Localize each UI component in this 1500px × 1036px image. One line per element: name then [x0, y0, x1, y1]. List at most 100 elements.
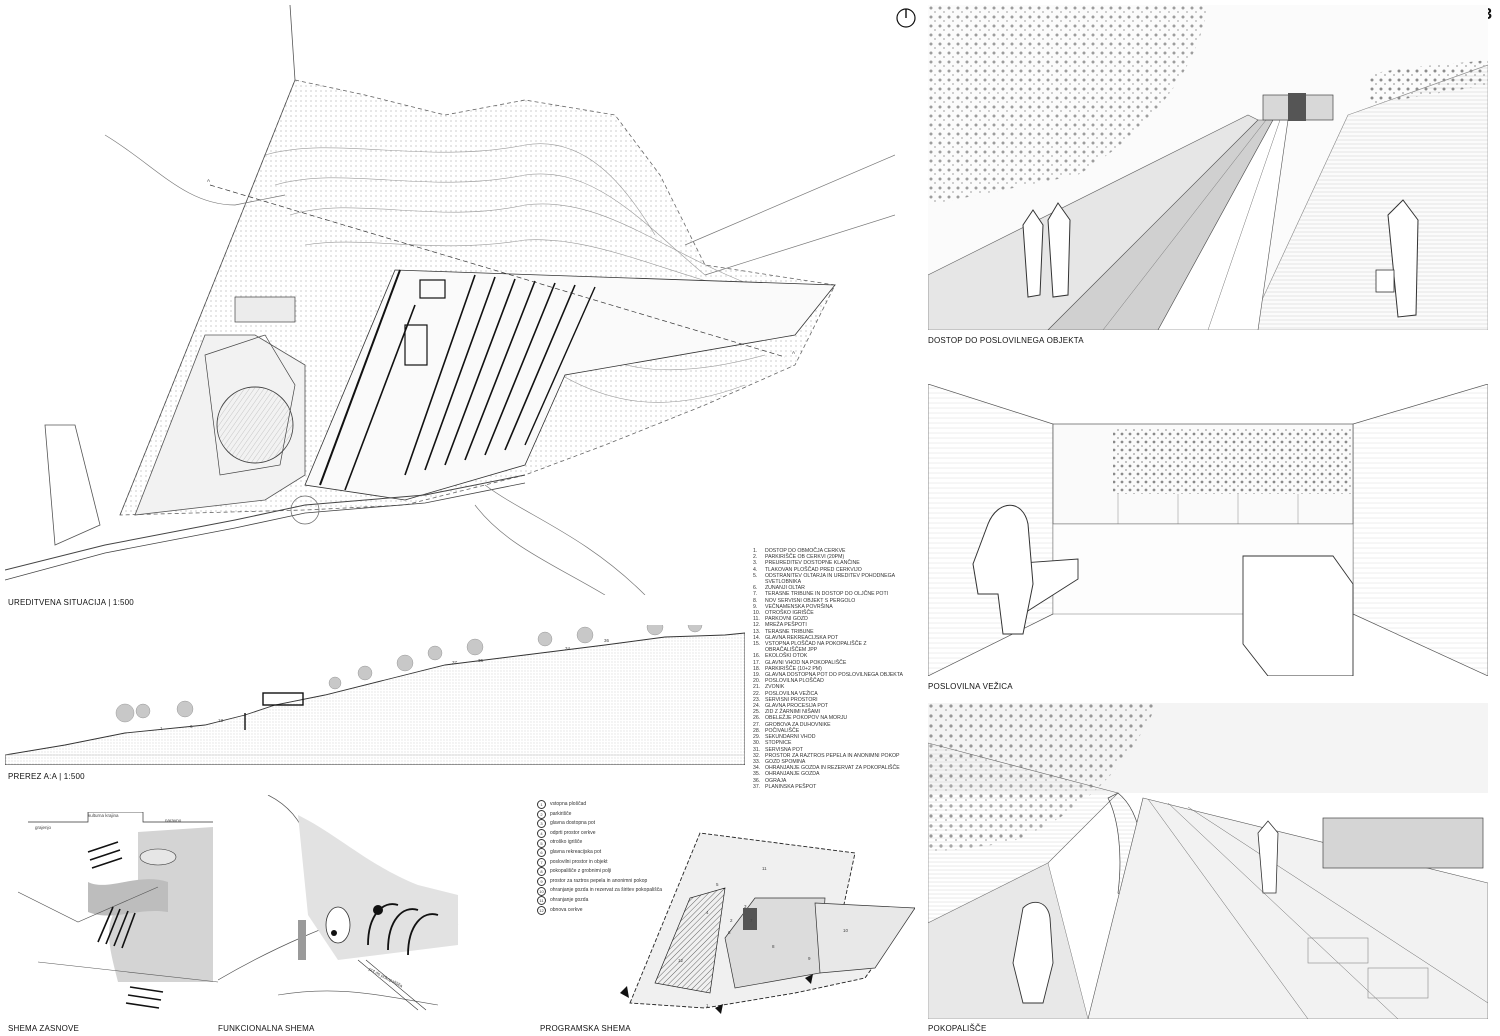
- section-label-1: 1: [160, 726, 163, 731]
- legend-number: 10.: [753, 610, 761, 617]
- section-drawing: [5, 625, 745, 765]
- legend-text: GLAVNA REKREACIJSKA POT: [765, 634, 839, 641]
- legend-item: 29. SEKUNDARNI VHOD: [753, 734, 903, 740]
- concept-label-built: grajenjo: [35, 825, 52, 830]
- programme-legend-number: 4: [537, 829, 546, 839]
- programme-legend-text: pokopališče z grobnimi polji: [550, 868, 612, 875]
- legend-number: 4.: [753, 566, 758, 573]
- legend-number: 13.: [753, 628, 761, 635]
- programme-legend-number: 7: [537, 857, 546, 867]
- concept-label-cultural: kulturna krajina: [88, 813, 119, 818]
- legend-number: 29.: [753, 734, 761, 741]
- legend-number: 6.: [753, 585, 758, 592]
- legend-number: 18.: [753, 665, 761, 672]
- legend-item: 12.MREŽA PEŠPOTI: [753, 622, 903, 628]
- legend-text: GOZD SPOMINA: [765, 758, 806, 765]
- perspective-funeral-hall: [928, 384, 1488, 676]
- legend-item: 24.GLAVNA PROCESIJA POT: [753, 703, 903, 709]
- legend-number: 17.: [753, 659, 761, 666]
- programme-legend-text: vstopna ploščad: [550, 801, 587, 807]
- legend-text: EKOLOŠKI OTOK: [765, 653, 808, 660]
- legend-item: 2.PARKIRIŠČE OB CERKVI (20PM): [753, 554, 903, 560]
- programme-legend-number: 2: [537, 809, 546, 819]
- caption-programme: PROGRAMSKA SHEMA: [540, 1024, 631, 1033]
- legend-number: 3.: [753, 560, 758, 567]
- legend-text: ZID Z ŽARNIMI NIŠAMI: [765, 709, 821, 716]
- legend-text: POSLOVILNA PLOŠČAD: [765, 678, 824, 685]
- perspective-cemetery: [928, 703, 1488, 1019]
- programme-legend-text: ohranjanje gozda: [550, 896, 589, 903]
- legend-item: 32. PROSTOR ZA RAZTROS PEPELA IN ANONIMNI…: [753, 753, 903, 759]
- legend-text: PROSTOR ZA RAZTROS PEPELA IN ANONIMNI PO…: [765, 752, 900, 759]
- perspective-access: [928, 5, 1488, 330]
- legend-item: 36.OGRAJA: [753, 778, 903, 784]
- legend-text: MREŽA PEŠPOTI: [765, 622, 807, 629]
- legend-item: 14.GLAVNA REKREACIJSKA POT: [753, 635, 903, 641]
- legend-text: GLAVNA DOSTOPNA POT DO POSLOVILNEGA OBJE…: [765, 672, 903, 679]
- legend-item: 23. SERVISNI PROSTORI: [753, 697, 903, 703]
- caption-functional: FUNKCIONALNA SHEMA: [218, 1024, 315, 1033]
- legend-number: 34.: [753, 765, 761, 772]
- legend-number: 7.: [753, 591, 758, 598]
- legend-number: 33.: [753, 758, 761, 765]
- legend-number: 30.: [753, 740, 761, 747]
- caption-view-hall: POSLOVILNA VEŽICA: [928, 682, 1013, 691]
- legend-number: 28.: [753, 727, 761, 734]
- caption-site-plan: UREDITVENA SITUACIJA | 1:500: [8, 598, 134, 607]
- legend-text: ODSTRANITEV OLTARJA IN UREDITEV POHODNEG…: [765, 572, 896, 579]
- legend-item: 30.STOPNICE: [753, 740, 903, 746]
- programme-legend-text: prostor za raztros pepela in anonimni po…: [550, 877, 648, 884]
- legend-text: SERVISNA POT: [765, 746, 803, 753]
- legend-text: PLANINSKA PEŠPOT: [765, 783, 817, 790]
- legend-item: 13.TERASNE TRIBUNE: [753, 629, 903, 635]
- legend-number: 32.: [753, 752, 761, 759]
- legend-number: 2.: [753, 554, 758, 561]
- legend-text: SERVISNI PROSTORI: [765, 696, 818, 703]
- section-marker-a-end: A: [792, 350, 796, 355]
- legend-item: 25.ZID Z ŽARNIMI NIŠAMI: [753, 709, 903, 715]
- legend-item: 34.OHRANJANJE GOZDA IN REZERVAT ZA POKOP…: [753, 765, 903, 771]
- programme-legend-text: parkirišče: [550, 810, 572, 817]
- legend-text: ZUNANJI OLTAR: [765, 585, 805, 592]
- legend-item: 37. PLANINSKA PEŠPOT: [753, 784, 903, 790]
- legend-number: 35.: [753, 771, 761, 778]
- programme-num-4: 4: [706, 910, 709, 915]
- legend-text: PARKIRIŠČE (10+2 PM): [765, 665, 822, 672]
- programme-legend-text: otroško igrišče: [550, 839, 583, 846]
- section-marker-a: A: [207, 178, 211, 183]
- programme-legend-number: 3: [537, 819, 546, 829]
- legend-number: 8.: [753, 597, 758, 604]
- legend-number: 15.: [753, 641, 761, 648]
- legend-number: 24.: [753, 703, 761, 710]
- legend-item: 27.GROBOVA ZA DUHOVNIKE: [753, 722, 903, 728]
- legend-item: SVETLOBNIKA: [753, 579, 903, 585]
- legend-number: 31.: [753, 746, 761, 753]
- programme-legend-number: 5: [537, 838, 546, 848]
- caption-view-access: DOSTOP DO POSLOVILNEGA OBJEKTA: [928, 336, 1084, 345]
- legend-number: 23.: [753, 696, 761, 703]
- legend-text: OHRANJANJE GOZDA: [765, 771, 820, 778]
- legend-item: 10.OTROŠKO IGRIŠČE: [753, 610, 903, 616]
- programme-legend-number: 9: [537, 877, 546, 887]
- legend-number: 37.: [753, 783, 761, 790]
- legend-text: NOV SERVISNI OBJEKT S PERGOLO: [765, 597, 856, 604]
- programme-num-7: 7: [750, 918, 753, 923]
- programme-legend-item: 2 parkirišče: [537, 809, 687, 820]
- legend-item: 35. OHRANJANJE GOZDA: [753, 771, 903, 777]
- legend-number: 22.: [753, 690, 761, 697]
- legend-item: 21.ZVONIK: [753, 684, 903, 690]
- legend-number: 19.: [753, 672, 761, 679]
- legend-item: 17.GLAVNI VHOD NA POKOPALIŠČE: [753, 660, 903, 666]
- legend-text: DOSTOP DO OBMOČJA CERKVE: [765, 548, 846, 554]
- legend-text: SEKUNDARNI VHOD: [765, 734, 816, 741]
- legend-number: 16.: [753, 653, 761, 660]
- north-arrow-icon: [896, 8, 916, 28]
- legend-item: 22.POSLOVILNA VEŽICA: [753, 691, 903, 697]
